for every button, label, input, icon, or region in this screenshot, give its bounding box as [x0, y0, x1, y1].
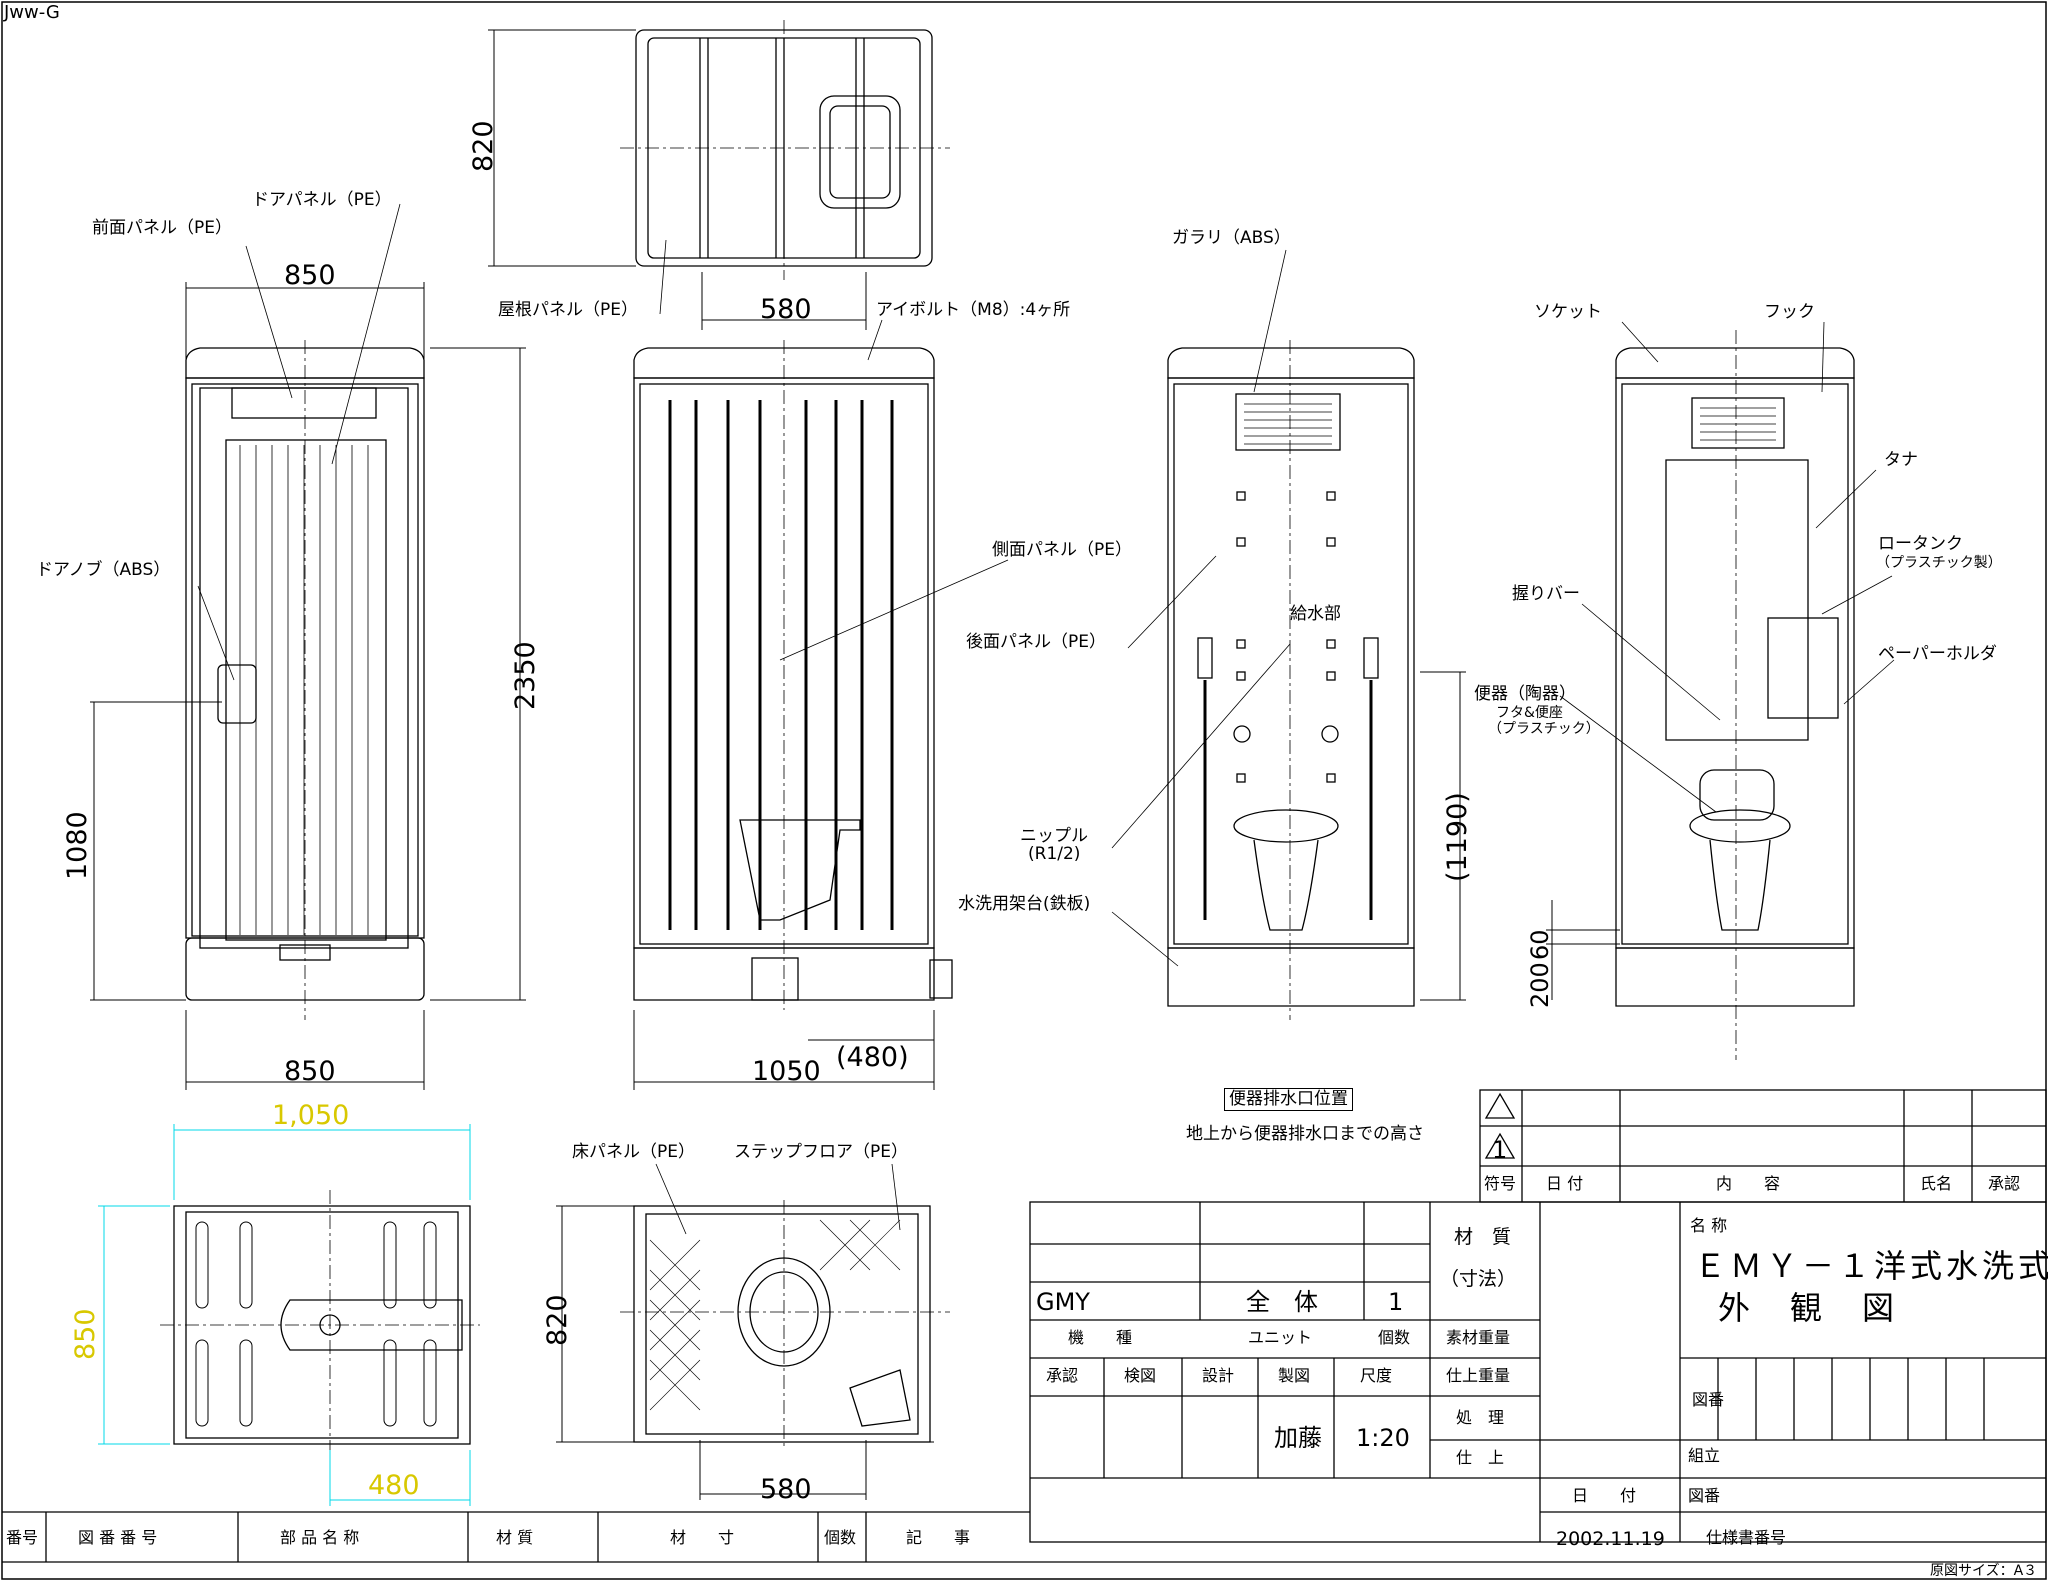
rev-header-name: 氏名 — [1920, 1174, 1953, 1193]
treatment-label: 処 理 — [1456, 1408, 1505, 1427]
dim-side-width: 1050 — [752, 1056, 821, 1087]
assembly-drawing-no-label: 図番 — [1688, 1486, 1721, 1505]
parts-col-notes: 記 事 — [906, 1528, 971, 1547]
label-water-supply: 給水部 — [1290, 604, 1341, 624]
qty-label: 個数 — [1378, 1328, 1411, 1347]
label-low-tank-material: （プラスチック製） — [1876, 555, 2002, 571]
parts-col-material: 材 質 — [496, 1528, 534, 1547]
drain-description: 地上から便器排水口までの高さ — [1186, 1124, 1424, 1144]
label-shelf: タナ — [1884, 450, 1918, 470]
dim-front-width-top: 850 — [284, 260, 336, 291]
base-plan-view — [160, 1190, 480, 1500]
revision-mark: 1 — [1492, 1136, 1508, 1164]
drafting-label: 製図 — [1278, 1366, 1311, 1385]
spec-no-label: 仕様書番号 — [1706, 1528, 1787, 1547]
label-nipple: ニップル — [1020, 826, 1088, 846]
interior-view — [1615, 330, 1855, 1060]
raw-weight-label: 素材重量 — [1446, 1328, 1511, 1347]
machine-type-label: 機 種 — [1068, 1328, 1133, 1347]
label-eye-bolt: アイボルト（M8）:4ヶ所 — [876, 300, 1071, 320]
check-label: 検図 — [1124, 1366, 1157, 1385]
dim-front-width-bottom: 850 — [284, 1056, 336, 1087]
front-view — [185, 340, 425, 1020]
drawing-subtitle: 外 観 図 — [1718, 1289, 1899, 1327]
drawing-title: ＥＭＹ－１洋式水洗式 — [1694, 1247, 2048, 1285]
label-toilet: 便器（陶器） — [1474, 684, 1576, 704]
revision-block — [1479, 1089, 2047, 1203]
dim-roof-bolt-span: 580 — [760, 294, 812, 325]
dim-drain-height: 200 — [1526, 962, 1554, 1008]
label-rear-panel: 後面パネル（PE） — [966, 632, 1106, 652]
label-step-floor: ステップフロア（PE） — [734, 1142, 908, 1162]
finish-weight-label: 仕上重量 — [1446, 1366, 1511, 1385]
dim-drain-offset: 60 — [1526, 929, 1554, 960]
dimension-lines — [90, 29, 1620, 1500]
dim-side-offset: (480) — [836, 1042, 909, 1073]
label-paper-holder: ペーパーホルダ — [1878, 644, 1997, 664]
dim-front-height: 2350 — [510, 641, 541, 710]
corner-code: Jww-G — [4, 2, 60, 23]
whole-label: 全 体 — [1246, 1288, 1318, 1316]
label-socket: ソケット — [1534, 302, 1602, 322]
name-label: 名 称 — [1690, 1216, 1728, 1235]
dim-knob-height: 1080 — [62, 811, 93, 880]
finish-label: 仕 上 — [1456, 1448, 1505, 1467]
label-door-knob: ドアノブ（ABS） — [36, 560, 171, 580]
label-low-tank: ロータンク — [1878, 534, 1963, 554]
material-sub-label: （寸法） — [1440, 1268, 1517, 1290]
date-value: 2002.11.19 — [1556, 1528, 1665, 1550]
parts-col-qty: 個数 — [824, 1528, 857, 1547]
label-louver: ガラリ（ABS） — [1172, 228, 1291, 248]
design-label: 設計 — [1202, 1366, 1235, 1385]
assembly-label: 組立 — [1688, 1446, 1721, 1465]
label-hook: フック — [1764, 302, 1815, 322]
label-front-panel: 前面パネル（PE） — [92, 218, 232, 238]
parts-col-size: 材 寸 — [670, 1528, 735, 1547]
label-side-panel: 側面パネル（PE） — [992, 540, 1132, 560]
side-view — [633, 340, 953, 1010]
title-block — [1029, 1201, 2047, 1543]
label-grab-bar: 握りバー — [1512, 584, 1580, 604]
label-roof-panel: 屋根パネル（PE） — [498, 300, 638, 320]
rev-header-code: 符号 — [1484, 1174, 1517, 1193]
dim-floor-span: 580 — [760, 1474, 812, 1505]
dim-rear-height: (1190) — [1442, 792, 1473, 882]
count-value: 1 — [1388, 1288, 1404, 1316]
label-wash-stand: 水洗用架台(鉄板) — [958, 894, 1091, 914]
paper-size-note: 原図サイズ：A３ — [1930, 1563, 2038, 1579]
parts-col-no: 番号 — [6, 1528, 39, 1547]
scale-label: 尺度 — [1360, 1366, 1393, 1385]
label-floor-panel: 床パネル（PE） — [572, 1142, 695, 1162]
dimension-lines-cyan — [98, 1124, 471, 1506]
label-lid-seat: フタ&便座 — [1496, 705, 1563, 721]
label-door-panel: ドアパネル（PE） — [252, 190, 392, 210]
floor-plan-view — [620, 1200, 950, 1450]
scale-value: 1:20 — [1356, 1424, 1410, 1452]
approval-label: 承認 — [1046, 1366, 1079, 1385]
drain-title: 便器排水口位置 — [1224, 1088, 1353, 1111]
dim-base-width: 1,050 — [272, 1100, 350, 1131]
date-label: 日 付 — [1572, 1486, 1637, 1505]
rev-header-content: 内 容 — [1716, 1174, 1781, 1193]
dim-base-depth: 850 — [70, 1308, 101, 1360]
label-lid-seat-material: （プラスチック） — [1488, 721, 1600, 737]
rev-header-date: 日 付 — [1546, 1174, 1584, 1193]
unit-label: ユニット — [1248, 1328, 1313, 1347]
parts-col-part-name: 部 品 名 称 — [280, 1528, 360, 1547]
drafter-name: 加藤 — [1274, 1424, 1322, 1452]
dim-roof-depth: 820 — [468, 120, 499, 172]
drawing-no-label: 図番 — [1692, 1390, 1725, 1409]
dim-floor-depth: 820 — [542, 1294, 573, 1346]
model-code: GMY — [1036, 1288, 1090, 1316]
leader-lines — [197, 203, 1895, 1235]
material-label: 材 質 — [1454, 1226, 1512, 1248]
parts-list — [2, 1511, 2046, 1563]
dim-base-offset: 480 — [368, 1470, 420, 1501]
parts-col-drawing-no: 図 番 番 号 — [78, 1528, 158, 1547]
label-nipple-size: (R1/2) — [1028, 844, 1081, 864]
rev-header-approval: 承認 — [1988, 1174, 2021, 1193]
roof-top-view — [620, 20, 950, 280]
rear-view — [1167, 340, 1415, 1020]
